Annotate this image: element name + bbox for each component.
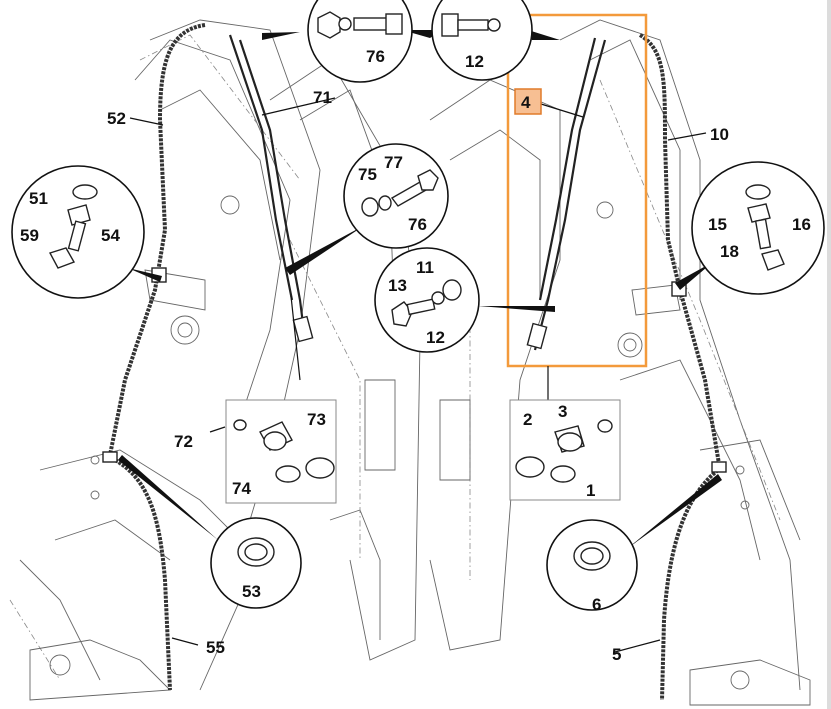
callout-labels: 4 76 12 52 71 10 77 75 76 51 54 59 15 16… bbox=[20, 47, 811, 664]
callout-73: 73 bbox=[307, 410, 326, 429]
detail-76-top[interactable] bbox=[307, 0, 413, 83]
callout-tag-4[interactable]: 4 bbox=[514, 88, 542, 115]
callout-51: 51 bbox=[29, 189, 48, 208]
callout-1: 1 bbox=[586, 481, 595, 500]
scrollbar-edge[interactable] bbox=[827, 0, 831, 709]
callout-12-top: 12 bbox=[465, 52, 484, 71]
detail-75-76-77[interactable] bbox=[343, 143, 449, 249]
callout-2: 2 bbox=[523, 410, 532, 429]
callout-13: 13 bbox=[388, 276, 407, 295]
pipe-4 bbox=[533, 39, 607, 351]
callout-5: 5 bbox=[612, 645, 621, 664]
callout-11: 11 bbox=[416, 258, 434, 277]
hose-52 bbox=[108, 23, 206, 456]
callout-16: 16 bbox=[792, 215, 811, 234]
callout-4: 4 bbox=[521, 93, 531, 112]
highlight-frame-item-4[interactable] bbox=[506, 13, 648, 368]
callout-75: 75 bbox=[358, 165, 377, 184]
detail-11-12-13[interactable] bbox=[374, 247, 480, 353]
hose-5 bbox=[660, 468, 720, 701]
detail-51-54-59[interactable] bbox=[11, 165, 145, 299]
callout-18: 18 bbox=[720, 242, 739, 261]
callout-77: 77 bbox=[384, 153, 403, 172]
callout-76-mid: 76 bbox=[408, 215, 427, 234]
callout-59: 59 bbox=[20, 226, 39, 245]
callout-15: 15 bbox=[708, 215, 727, 234]
callout-72: 72 bbox=[174, 432, 193, 451]
pipe-71 bbox=[238, 39, 307, 341]
detail-6[interactable] bbox=[546, 519, 638, 611]
callout-74: 74 bbox=[232, 479, 251, 498]
callout-55: 55 bbox=[206, 638, 225, 657]
callout-76-top: 76 bbox=[366, 47, 385, 66]
hose-55 bbox=[114, 458, 172, 691]
leader-lines bbox=[118, 30, 722, 653]
callout-71: 71 bbox=[313, 88, 332, 107]
detail-53[interactable] bbox=[210, 517, 302, 609]
inset-72-73-74[interactable] bbox=[225, 399, 337, 504]
callout-12-mid: 12 bbox=[426, 328, 445, 347]
callout-3: 3 bbox=[558, 402, 567, 421]
callout-6: 6 bbox=[592, 595, 601, 614]
callout-10: 10 bbox=[710, 125, 729, 144]
inset-1-2-3[interactable] bbox=[509, 399, 621, 501]
callout-52: 52 bbox=[107, 109, 126, 128]
callout-53: 53 bbox=[242, 582, 261, 601]
callout-54: 54 bbox=[101, 226, 120, 245]
hydraulic-hoses bbox=[102, 23, 727, 701]
hose-10 bbox=[638, 33, 722, 471]
detail-12-top[interactable] bbox=[431, 0, 533, 81]
detail-15-16-18[interactable] bbox=[691, 161, 825, 295]
